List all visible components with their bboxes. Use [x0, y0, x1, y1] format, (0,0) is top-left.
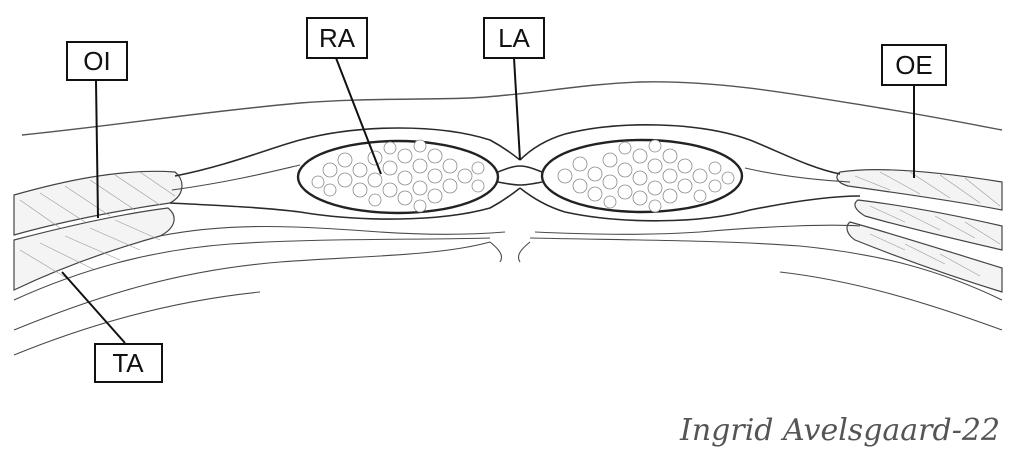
label-ta: TA	[95, 344, 162, 382]
label-oi: OI	[67, 42, 127, 80]
label-oe: OE	[882, 45, 946, 85]
label-ta-text: TA	[112, 348, 144, 378]
linea-alba	[498, 166, 542, 172]
artist-signature: Ingrid Avelsgaard-22	[679, 413, 1000, 448]
label-ra-text: RA	[319, 23, 356, 53]
skin-surface-line	[22, 82, 1002, 135]
label-la: LA	[484, 18, 544, 58]
label-oe-text: OE	[895, 50, 933, 80]
label-la-text: LA	[498, 23, 530, 53]
linea-alba-lower	[498, 182, 542, 185]
la-leader-line	[514, 58, 520, 160]
label-oi-text: OI	[83, 46, 110, 76]
rectus-sheath-fascia	[14, 125, 1002, 355]
label-ra: RA	[307, 18, 367, 58]
